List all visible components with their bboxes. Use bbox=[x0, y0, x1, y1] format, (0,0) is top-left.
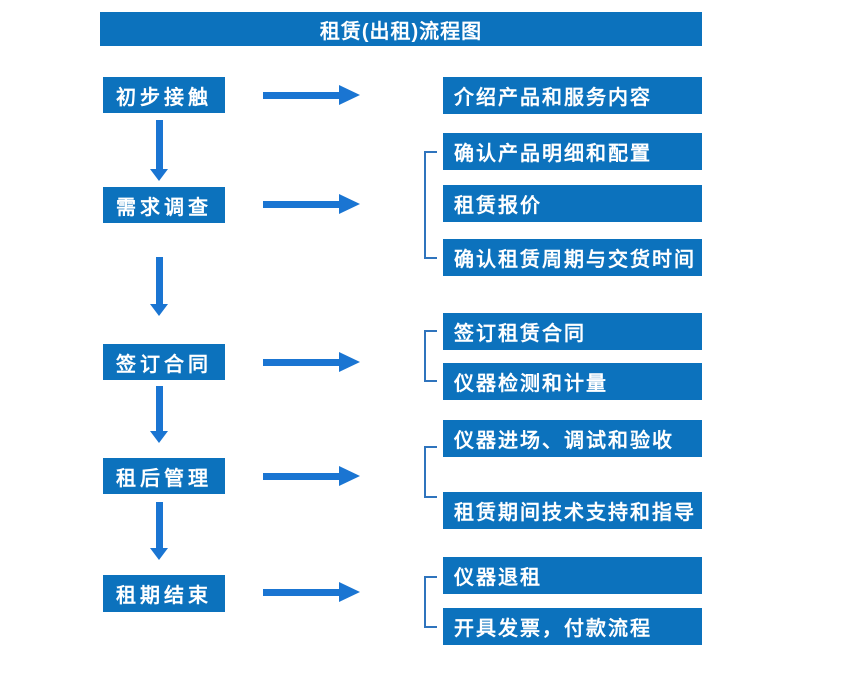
arrow-head bbox=[150, 169, 168, 181]
arrow-head bbox=[339, 352, 360, 372]
output-box-introduce-products: 介绍产品和服务内容 bbox=[443, 77, 702, 114]
output-box-technical-support: 租赁期间技术支持和指导 bbox=[443, 492, 702, 529]
step-label: 租期结束 bbox=[116, 585, 212, 607]
step-label: 需求调查 bbox=[116, 196, 212, 219]
output-box-confirm-rental-period: 确认租赁周期与交货时间 bbox=[443, 239, 702, 276]
arrow-shaft bbox=[263, 91, 340, 99]
output-label: 介绍产品和服务内容 bbox=[454, 87, 652, 109]
arrow-head bbox=[150, 431, 168, 443]
output-label: 确认租赁周期与交货时间 bbox=[454, 249, 696, 271]
arrow-head bbox=[339, 194, 360, 214]
page-title: 租赁(出租)流程图 bbox=[319, 20, 483, 43]
arrow-head bbox=[339, 85, 360, 105]
output-box-confirm-product-details: 确认产品明细和配置 bbox=[443, 133, 702, 170]
arrow-shaft bbox=[263, 358, 340, 366]
output-label: 仪器退租 bbox=[454, 567, 542, 589]
arrow-right-icon bbox=[263, 352, 360, 372]
output-label: 仪器进场、调试和验收 bbox=[454, 430, 674, 452]
step-box-initial-contact: 初步接触 bbox=[103, 77, 225, 113]
step-label: 初步接触 bbox=[116, 86, 212, 109]
arrow-head bbox=[150, 548, 168, 560]
step-box-lease-end: 租期结束 bbox=[103, 575, 225, 612]
bracket-group-lease-end bbox=[424, 576, 437, 628]
output-box-rental-quotation: 租赁报价 bbox=[443, 185, 702, 222]
arrow-shaft bbox=[155, 386, 163, 431]
output-box-sign-rental-contract: 签订租赁合同 bbox=[443, 313, 702, 350]
arrow-shaft bbox=[155, 257, 163, 304]
bracket-group-demand-survey bbox=[424, 151, 437, 259]
step-label: 签订合同 bbox=[116, 353, 212, 376]
bracket-group-sign-contract bbox=[424, 330, 437, 382]
step-box-sign-contract: 签订合同 bbox=[103, 344, 225, 380]
output-label: 开具发票，付款流程 bbox=[454, 618, 652, 640]
title-bar: 租赁(出租)流程图 bbox=[100, 12, 702, 46]
arrow-down-icon bbox=[150, 257, 168, 316]
arrow-right-icon bbox=[263, 582, 360, 602]
arrow-down-icon bbox=[150, 120, 168, 181]
bracket-group-post-rental bbox=[424, 446, 437, 498]
arrow-right-icon bbox=[263, 85, 360, 105]
output-label: 签订租赁合同 bbox=[454, 323, 586, 345]
arrow-head bbox=[150, 304, 168, 316]
arrow-shaft bbox=[155, 120, 163, 169]
arrow-down-icon bbox=[150, 386, 168, 443]
output-box-invoice-payment: 开具发票，付款流程 bbox=[443, 608, 702, 645]
arrow-head bbox=[339, 466, 360, 486]
output-label: 仪器检测和计量 bbox=[454, 373, 608, 395]
arrow-shaft bbox=[263, 588, 340, 596]
step-box-post-rental-management: 租后管理 bbox=[103, 458, 225, 494]
output-label: 租赁报价 bbox=[454, 195, 542, 217]
output-box-instrument-setup-acceptance: 仪器进场、调试和验收 bbox=[443, 420, 702, 457]
output-label: 确认产品明细和配置 bbox=[454, 143, 652, 165]
arrow-shaft bbox=[263, 200, 340, 208]
output-box-instrument-testing: 仪器检测和计量 bbox=[443, 363, 702, 400]
arrow-down-icon bbox=[150, 502, 168, 560]
arrow-head bbox=[339, 582, 360, 602]
arrow-shaft bbox=[263, 472, 340, 480]
output-box-instrument-return: 仪器退租 bbox=[443, 557, 702, 594]
arrow-right-icon bbox=[263, 466, 360, 486]
arrow-right-icon bbox=[263, 194, 360, 214]
output-label: 租赁期间技术支持和指导 bbox=[454, 502, 696, 524]
step-label: 租后管理 bbox=[116, 467, 212, 490]
arrow-shaft bbox=[155, 502, 163, 548]
step-box-demand-survey: 需求调查 bbox=[103, 187, 225, 223]
